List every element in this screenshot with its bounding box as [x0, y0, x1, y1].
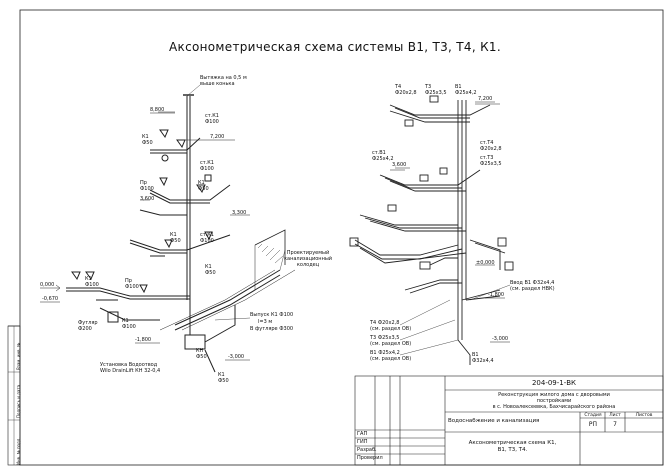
tb-sheets-hdr: Листов: [635, 413, 653, 418]
tb-project: Реконструкция жилого дома с дворовыми по…: [492, 392, 616, 410]
left-scheme-k1: [40, 84, 296, 373]
tb-stage: РП: [588, 421, 598, 428]
vypusk-label: Выпуск К1 Ф100: [250, 312, 294, 318]
tb-drawing: Аксонометрическая схема К1, В1, Т3, Т4.: [468, 440, 557, 453]
sheet-frame: [19, 9, 664, 466]
st-k1-mid: ст.К1 Ф100: [200, 160, 214, 172]
level-0000-left: 0,000: [40, 282, 55, 288]
k1-f50-d: К1 Ф50: [205, 264, 216, 276]
level-7200-left: 7,200: [210, 134, 225, 140]
k1-f100-b: К1 Ф100: [122, 318, 136, 330]
side-stamp-inv: Инв. № подл.: [16, 437, 21, 465]
k1-f100: К1 Ф100: [85, 276, 99, 288]
k1-f50-e: К1 Ф50: [218, 372, 229, 384]
pump-label: Установка Водоотвод Wilo DrainLift КН 32…: [100, 362, 161, 374]
drawing-title: Аксонометрическая схема системы В1, Т3, …: [169, 40, 501, 54]
futlyar-label: Футляр Ф200: [78, 320, 98, 332]
designed-well-label: Проектируемый канализационный колодец: [284, 250, 333, 268]
tb-role-proveril: Проверил: [357, 455, 383, 461]
st-t3: ст.Т3 Ф25х3,5: [480, 155, 502, 167]
level-m1800-left: -1,800: [135, 337, 152, 343]
tb-section: Водоснабжение и канализация: [448, 418, 540, 424]
k1-f50-c: К1 Ф50: [170, 232, 181, 244]
pr-f100: Пр Ф100: [140, 180, 154, 192]
title-block-grid: [354, 375, 664, 466]
tb-role-gip: ГИП: [357, 439, 368, 445]
t3-top: Т3 Ф25х3,5: [425, 84, 447, 96]
level-3600-left: 3,600: [140, 196, 155, 202]
t3-legend: Т3 Ф25х3,5 (см. раздел ОВ): [370, 335, 412, 347]
st-b1: ст.В1 Ф25х4,2: [372, 150, 394, 162]
st-t4: ст.Т4 Ф20х2,8: [480, 140, 502, 152]
tb-role-razrab: Разраб.: [357, 447, 377, 453]
st-k1-top: ст.К1 Ф100: [205, 113, 219, 125]
vypusk-case: В футляре Ф300: [250, 326, 294, 332]
tb-role-gap: ГАП: [357, 431, 368, 437]
b1-f32: В1 Ф32х4,4: [472, 352, 494, 364]
vent-label: Вытяжка на 0,5 м выше конька: [200, 75, 247, 87]
pr-f100-b: Пр Ф100: [125, 278, 139, 290]
tb-sheet-hdr: Лист: [609, 413, 621, 418]
tb-code: 204-09-1-ВК: [531, 379, 577, 387]
level-m3000-right: -3,000: [492, 336, 509, 342]
st-k1-low: ст.К1 Ф100: [200, 232, 214, 244]
side-stamp-replace: Взам. инв. №: [16, 342, 21, 370]
k1-f50-a: К1 Ф50: [142, 134, 153, 146]
vvod-label: Ввод В1 Ф32х4,4 (см. раздел НВК): [510, 280, 555, 292]
kn-label: КН Ф50: [196, 348, 207, 360]
tb-sheet: 7: [613, 421, 617, 428]
level-3600-right: 3,600: [392, 162, 407, 168]
t4-top: Т4 Ф20х2,8: [395, 84, 417, 96]
tb-stage-hdr: Стадия: [584, 413, 602, 418]
level-3300: 3,300: [232, 210, 247, 216]
side-stamp-sign: Подпись и дата: [16, 384, 21, 418]
right-scheme-b1-t3-t4: [349, 95, 514, 365]
b1-legend: В1 Ф25х4,2 (см. раздел ОВ): [370, 350, 412, 362]
t4-legend: Т4 Ф20х2,8 (см. раздел ОВ): [370, 320, 412, 332]
b1-top: В1 Ф25х4,2: [455, 84, 477, 96]
vypusk-length: l=3 м: [258, 319, 273, 325]
level-m1800-right: -1,800: [488, 292, 505, 298]
k1-f50-b: К1 Ф50: [198, 180, 209, 192]
level-0000-right: ±0,000: [476, 260, 495, 266]
level-8800: 8,800: [150, 107, 165, 113]
level-m3000-left: -3,000: [228, 354, 245, 360]
level-7200-right: 7,200: [478, 96, 493, 102]
level-m0670: -0,670: [42, 296, 59, 302]
